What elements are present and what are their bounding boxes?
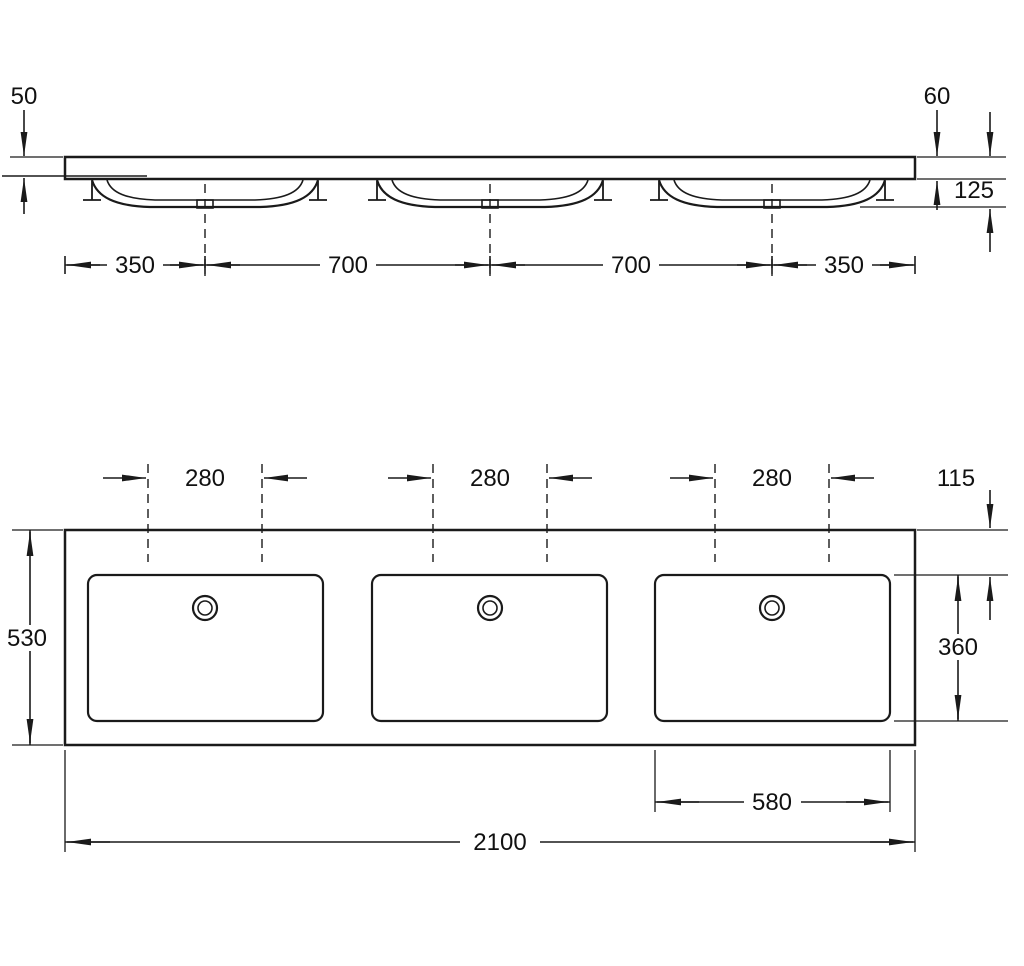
tap-hole-1 (191, 594, 219, 622)
dim-60-label: 60 (924, 83, 951, 110)
mounting-clip (83, 181, 101, 201)
dim-580: 580 (654, 750, 891, 816)
dim-350-left-label: 350 (115, 252, 155, 279)
plan-view: 280 280 280 115 (2, 464, 1008, 856)
dim-280-basin-3: 280 (670, 464, 874, 562)
dim-700-left-label: 700 (328, 252, 368, 279)
tap-hole-3 (758, 594, 786, 622)
dim-125-label: 125 (954, 177, 994, 204)
mounting-clip (368, 181, 386, 201)
plan-basin-1 (86, 573, 325, 723)
dim-60: 60 (917, 83, 1006, 210)
label-bg (816, 252, 872, 278)
mounting-clip (650, 181, 668, 201)
dim-280-label-1: 280 (185, 465, 225, 492)
dim-360: 360 (894, 575, 1008, 722)
label-bg (460, 829, 540, 855)
dim-280-label-2: 280 (470, 465, 510, 492)
tap-hole-inner (482, 600, 498, 616)
dim-115-label: 115 (937, 465, 975, 492)
side-view: 50 60 125 (2, 83, 1006, 279)
plan-basin-3 (653, 573, 892, 723)
label-bg (107, 252, 163, 278)
dim-360-label: 360 (938, 634, 978, 661)
dim-350-right-label: 350 (824, 252, 864, 279)
tap-hole-inner (197, 600, 213, 616)
dim-580-label: 580 (752, 789, 792, 816)
dim-700-right-label: 700 (611, 252, 651, 279)
mounting-clip (594, 181, 612, 201)
tap-hole-outer (191, 594, 219, 622)
tap-hole-outer (758, 594, 786, 622)
label-bg (2, 625, 52, 651)
label-bg (320, 252, 376, 278)
plan-basin-2 (370, 573, 609, 723)
dim-50: 50 (11, 83, 38, 214)
plan-countertop-outline (63, 528, 917, 747)
dim-50-label: 50 (11, 83, 38, 110)
dim-280-basin-2: 280 (388, 464, 592, 562)
tap-hole-2 (476, 594, 504, 622)
dim-125: 125 (860, 112, 1006, 252)
tap-hole-outer (476, 594, 504, 622)
dim-2100: 2100 (64, 750, 916, 856)
dim-530-label: 530 (7, 625, 47, 652)
label-bg (603, 252, 659, 278)
dim-2100-label: 2100 (473, 829, 526, 856)
dim-280-basin-1: 280 (103, 464, 307, 562)
dim-280-label-3: 280 (752, 465, 792, 492)
tap-hole-inner (764, 600, 780, 616)
dim-530: 530 (2, 529, 63, 746)
label-bg (930, 634, 986, 660)
mounting-clip (876, 181, 894, 201)
mounting-clip (309, 181, 327, 201)
label-bg (744, 789, 801, 815)
side-countertop-slab (63, 155, 917, 181)
dim-chain-spacing: 350 700 700 350 (64, 252, 916, 279)
dim-115: 115 (894, 465, 1008, 620)
